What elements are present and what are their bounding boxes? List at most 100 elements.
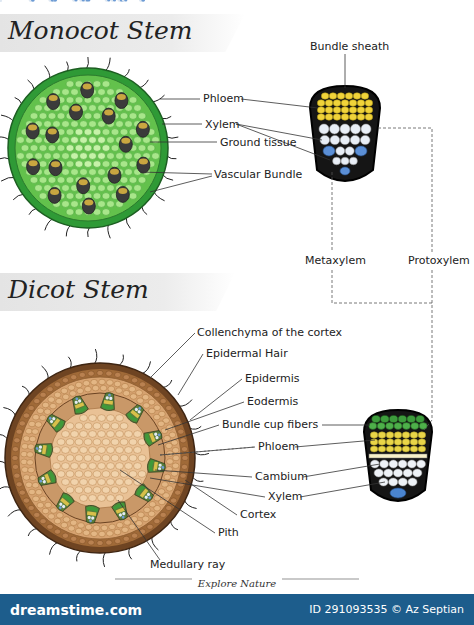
cell-shape xyxy=(129,193,137,200)
cell-shape xyxy=(54,382,60,387)
fiber-cells xyxy=(416,415,424,422)
cell-shape xyxy=(75,455,83,462)
cell-shape xyxy=(91,531,98,537)
cell-shape xyxy=(50,403,57,409)
bundle-shape xyxy=(44,411,67,433)
cell-shape xyxy=(75,97,83,104)
phloem-cells xyxy=(349,100,357,107)
vascular-bundle xyxy=(34,441,54,458)
part-label: Ground tissue xyxy=(220,136,297,149)
cell-shape xyxy=(134,137,142,144)
cell-shape xyxy=(61,522,68,528)
part-label: Metaxylem xyxy=(305,254,366,267)
cell-shape xyxy=(75,487,83,494)
cell-shape xyxy=(107,479,115,486)
cell-shape xyxy=(149,408,156,414)
cell-shape xyxy=(102,81,110,88)
phloem-cells xyxy=(138,123,147,129)
phloem-cells xyxy=(79,179,88,185)
cell-shape xyxy=(161,482,168,488)
cell-shape xyxy=(137,398,144,404)
cell-shape xyxy=(85,386,92,392)
phloem-cells xyxy=(333,100,341,107)
phloem-cells xyxy=(51,161,60,167)
bundle-shape xyxy=(69,394,89,416)
cell-shape xyxy=(61,388,68,394)
cell-shape xyxy=(120,487,128,494)
phloem-cells xyxy=(29,160,38,166)
cell-shape xyxy=(166,443,173,449)
cell-shape xyxy=(129,439,137,446)
xylem-cells xyxy=(408,460,417,468)
xylem-cells xyxy=(58,506,62,510)
cell-shape xyxy=(80,137,88,144)
cell-shape xyxy=(29,421,36,427)
xylem-cells xyxy=(413,469,422,477)
cell-shape xyxy=(12,447,18,452)
cell-shape xyxy=(91,379,98,385)
cell-shape xyxy=(166,405,172,410)
xylem-cells xyxy=(146,492,150,496)
cell-shape xyxy=(134,185,142,192)
phloem-cells xyxy=(349,114,357,121)
xylem-cells xyxy=(82,0,85,2)
cell-shape xyxy=(89,121,97,128)
cell-shape xyxy=(115,539,121,544)
cell-shape xyxy=(115,372,121,377)
cell-shape xyxy=(93,455,101,462)
epidermal-hair xyxy=(42,366,49,380)
vascular-bundle xyxy=(77,178,90,194)
cell-shape xyxy=(147,387,153,392)
cell-shape xyxy=(48,145,56,152)
cell-shape xyxy=(111,471,119,478)
fiber-cells xyxy=(398,415,406,422)
cell-shape xyxy=(89,415,97,422)
phloem-cells xyxy=(317,107,325,114)
cell-shape xyxy=(39,145,47,152)
cell-shape xyxy=(120,177,128,184)
cell-shape xyxy=(93,423,101,430)
cell-shape xyxy=(152,153,160,160)
cell-shape xyxy=(75,209,83,216)
cell-shape xyxy=(170,498,176,503)
phloem-cells xyxy=(72,106,81,112)
vascular-bundle xyxy=(26,123,39,139)
cell-shape xyxy=(39,415,46,421)
cell-shape xyxy=(125,479,133,486)
part-label: Vascular Bundle xyxy=(214,168,302,181)
cell-shape xyxy=(98,89,106,96)
cell-shape xyxy=(114,529,121,535)
fiber-cells xyxy=(377,423,385,430)
cell-shape xyxy=(181,447,187,452)
phloem-cells xyxy=(365,107,373,114)
part-label: Xylem xyxy=(268,490,303,503)
phloem-cells xyxy=(333,107,341,114)
bundle-diagram xyxy=(364,410,432,501)
cell-shape xyxy=(12,455,18,460)
cell-shape xyxy=(99,531,106,537)
cell-shape xyxy=(68,526,75,532)
cell-shape xyxy=(111,129,119,136)
cell-shape xyxy=(170,413,176,418)
fiber-cells xyxy=(419,423,427,430)
part-label: Bundle sheath xyxy=(310,40,389,53)
cell-shape xyxy=(75,382,82,388)
cell-shape xyxy=(28,467,35,473)
cell-shape xyxy=(62,153,70,160)
xylem-cells xyxy=(86,0,89,2)
cell-shape xyxy=(130,394,137,400)
cell-shape xyxy=(68,385,75,391)
cell-shape xyxy=(48,397,55,403)
phloem-cells xyxy=(418,439,426,445)
phloem-cells xyxy=(42,445,47,454)
xylem-cells xyxy=(105,396,109,400)
cell-shape xyxy=(48,514,55,520)
ground-tissue xyxy=(15,75,161,221)
cell-shape xyxy=(120,161,128,168)
cell-shape xyxy=(167,459,174,465)
cell-shape xyxy=(34,512,40,517)
xylem-cells xyxy=(49,419,53,423)
part-label: Phloem xyxy=(258,440,299,453)
bundle-shape xyxy=(34,441,54,458)
xylem-cells xyxy=(121,515,125,519)
